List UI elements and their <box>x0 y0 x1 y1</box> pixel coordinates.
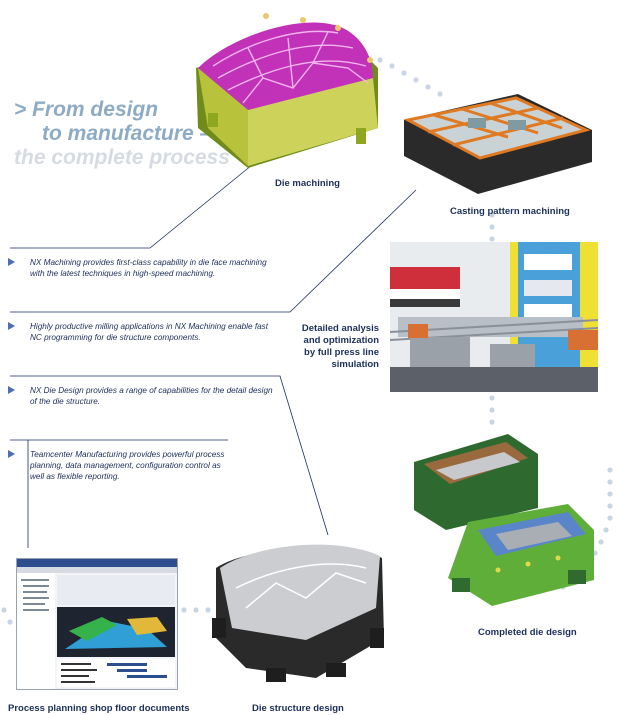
die-machining-image <box>188 8 388 173</box>
caption-die-machining: Die machining <box>275 178 340 189</box>
caption-analysis-line-4: simulation <box>331 359 379 370</box>
press-line-simulation-image <box>390 242 598 392</box>
bullet-nx-machining: NX Machining provides first-class capabi… <box>8 257 278 281</box>
caption-analysis-line-1: Detailed analysis <box>301 323 379 334</box>
bullet-marker-icon <box>8 322 15 330</box>
completed-die-image <box>408 430 598 615</box>
casting-pattern-image <box>398 90 598 200</box>
caption-analysis-line-3: by full press line <box>304 347 379 358</box>
die-structure-image <box>206 528 392 700</box>
headline-line-3: the complete process <box>14 146 230 169</box>
process-planning-screenshot <box>16 558 178 690</box>
caption-analysis-line-2: and optimization <box>303 335 379 346</box>
bullet-die-design: NX Die Design provides a range of capabi… <box>8 385 278 409</box>
caption-process-planning: Process planning shop floor documents <box>8 703 190 714</box>
bullet-marker-icon <box>8 258 15 266</box>
headline-line-2: to manufacture – <box>42 122 212 145</box>
caption-casting-pattern: Casting pattern machining <box>450 206 570 217</box>
caption-die-structure: Die structure design <box>252 703 344 714</box>
headline-line-1: > From design <box>14 98 159 121</box>
bullet-text: NX Die Design provides a range of capabi… <box>30 386 273 406</box>
bullet-milling: Highly productive milling applications i… <box>8 321 278 345</box>
caption-analysis: Detailed analysis and optimization by fu… <box>297 323 379 371</box>
headline: > From design to manufacture – the compl… <box>14 98 244 170</box>
bullet-teamcenter: Teamcenter Manufacturing provides powerf… <box>8 449 278 485</box>
caption-completed-die: Completed die design <box>478 627 577 638</box>
bullet-text: Teamcenter Manufacturing provides powerf… <box>30 450 225 481</box>
bullet-text: Highly productive milling applications i… <box>30 322 269 342</box>
bullet-marker-icon <box>8 450 15 458</box>
bullet-marker-icon <box>8 386 15 394</box>
bullet-text: NX Machining provides first-class capabi… <box>30 258 267 278</box>
